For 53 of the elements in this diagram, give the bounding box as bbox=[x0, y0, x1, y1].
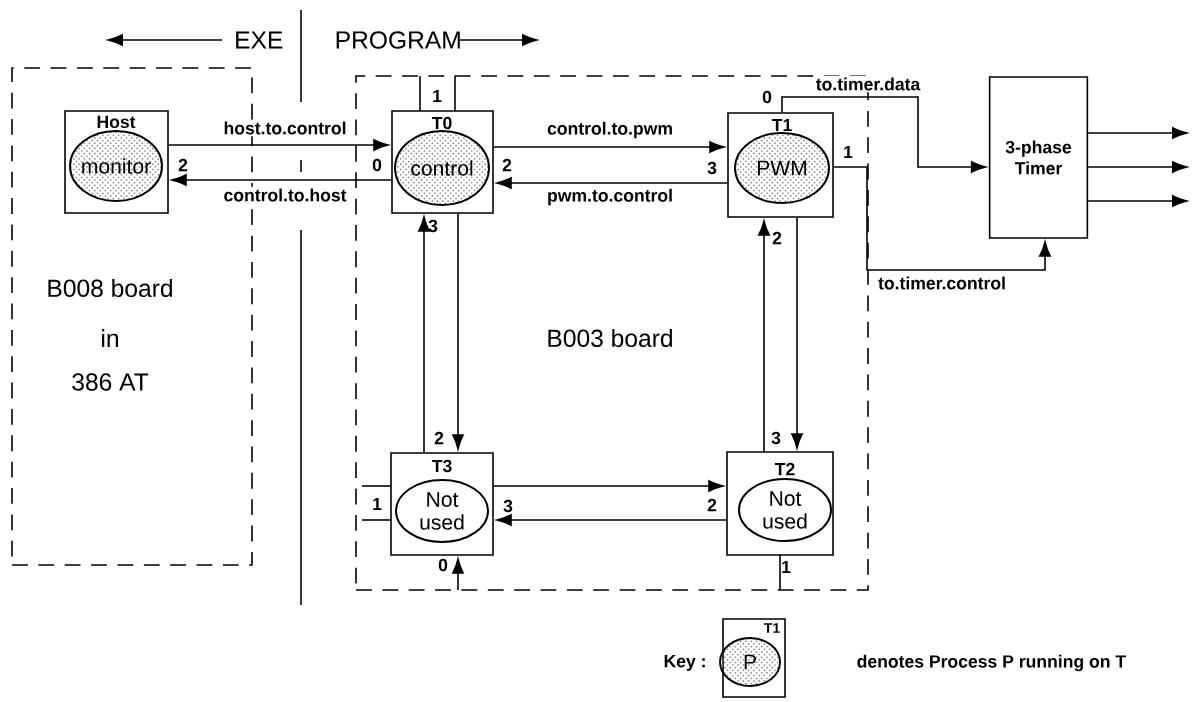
port-number: 2 bbox=[707, 498, 717, 512]
port-number: 0 bbox=[438, 558, 448, 572]
edge-label: host.to.control bbox=[221, 119, 349, 137]
text-label: EXE bbox=[236, 31, 283, 49]
arrow bbox=[452, 558, 464, 591]
port-number: 3 bbox=[503, 499, 513, 513]
key-box: T1 P bbox=[719, 623, 781, 687]
arrow bbox=[168, 139, 389, 151]
port-number: 1 bbox=[433, 89, 442, 103]
port-number: 0 bbox=[762, 90, 772, 104]
processor-box: T3 Not used bbox=[390, 452, 494, 556]
edge-label: pwm.to.control bbox=[545, 187, 675, 207]
arrow bbox=[496, 177, 728, 189]
processor-box: T2 Not used bbox=[726, 451, 834, 556]
arrow bbox=[758, 220, 770, 452]
arrow bbox=[493, 480, 724, 492]
port-number: 0 bbox=[372, 158, 382, 172]
processor-box bbox=[727, 112, 834, 218]
processor-box: T0 control bbox=[394, 116, 490, 206]
text-label: Key : bbox=[664, 655, 705, 671]
edge-label: to.timer.data bbox=[814, 75, 922, 93]
edge-label: control.to.pwm bbox=[545, 120, 675, 140]
port-number: 3 bbox=[428, 219, 438, 233]
port-number: 2 bbox=[178, 158, 188, 172]
timer-box: 3-phase Timer bbox=[988, 76, 1089, 239]
processor-box bbox=[64, 110, 169, 214]
arrow bbox=[1087, 195, 1188, 207]
processor-box: T1 PWM bbox=[734, 118, 830, 204]
port-number: 1 bbox=[782, 560, 791, 574]
port-number: 2 bbox=[502, 158, 512, 172]
port-number: 1 bbox=[373, 497, 382, 511]
arrow bbox=[1087, 161, 1188, 173]
arrow bbox=[493, 141, 725, 153]
arrow bbox=[496, 514, 727, 526]
arrow bbox=[833, 166, 1051, 271]
arrow bbox=[452, 213, 464, 450]
text-label: denotes Process P running on T bbox=[857, 654, 1126, 672]
arrow bbox=[781, 96, 987, 173]
arrow bbox=[791, 217, 803, 449]
text-label: PROGRAM bbox=[336, 31, 460, 49]
port-number: 3 bbox=[771, 431, 781, 445]
arrow bbox=[171, 174, 392, 186]
edge-label: control.to.host bbox=[221, 186, 349, 204]
arrow bbox=[1087, 127, 1188, 139]
port-number: 1 bbox=[844, 145, 853, 159]
edge-label: to.timer.control bbox=[876, 274, 1008, 292]
key-box bbox=[722, 618, 786, 698]
port-number: 2 bbox=[772, 231, 782, 245]
processor-box: Host monitor bbox=[69, 115, 163, 202]
port-number: 3 bbox=[707, 161, 717, 175]
arrow bbox=[418, 216, 430, 453]
processor-box bbox=[391, 110, 494, 214]
port-number: 2 bbox=[434, 431, 444, 445]
